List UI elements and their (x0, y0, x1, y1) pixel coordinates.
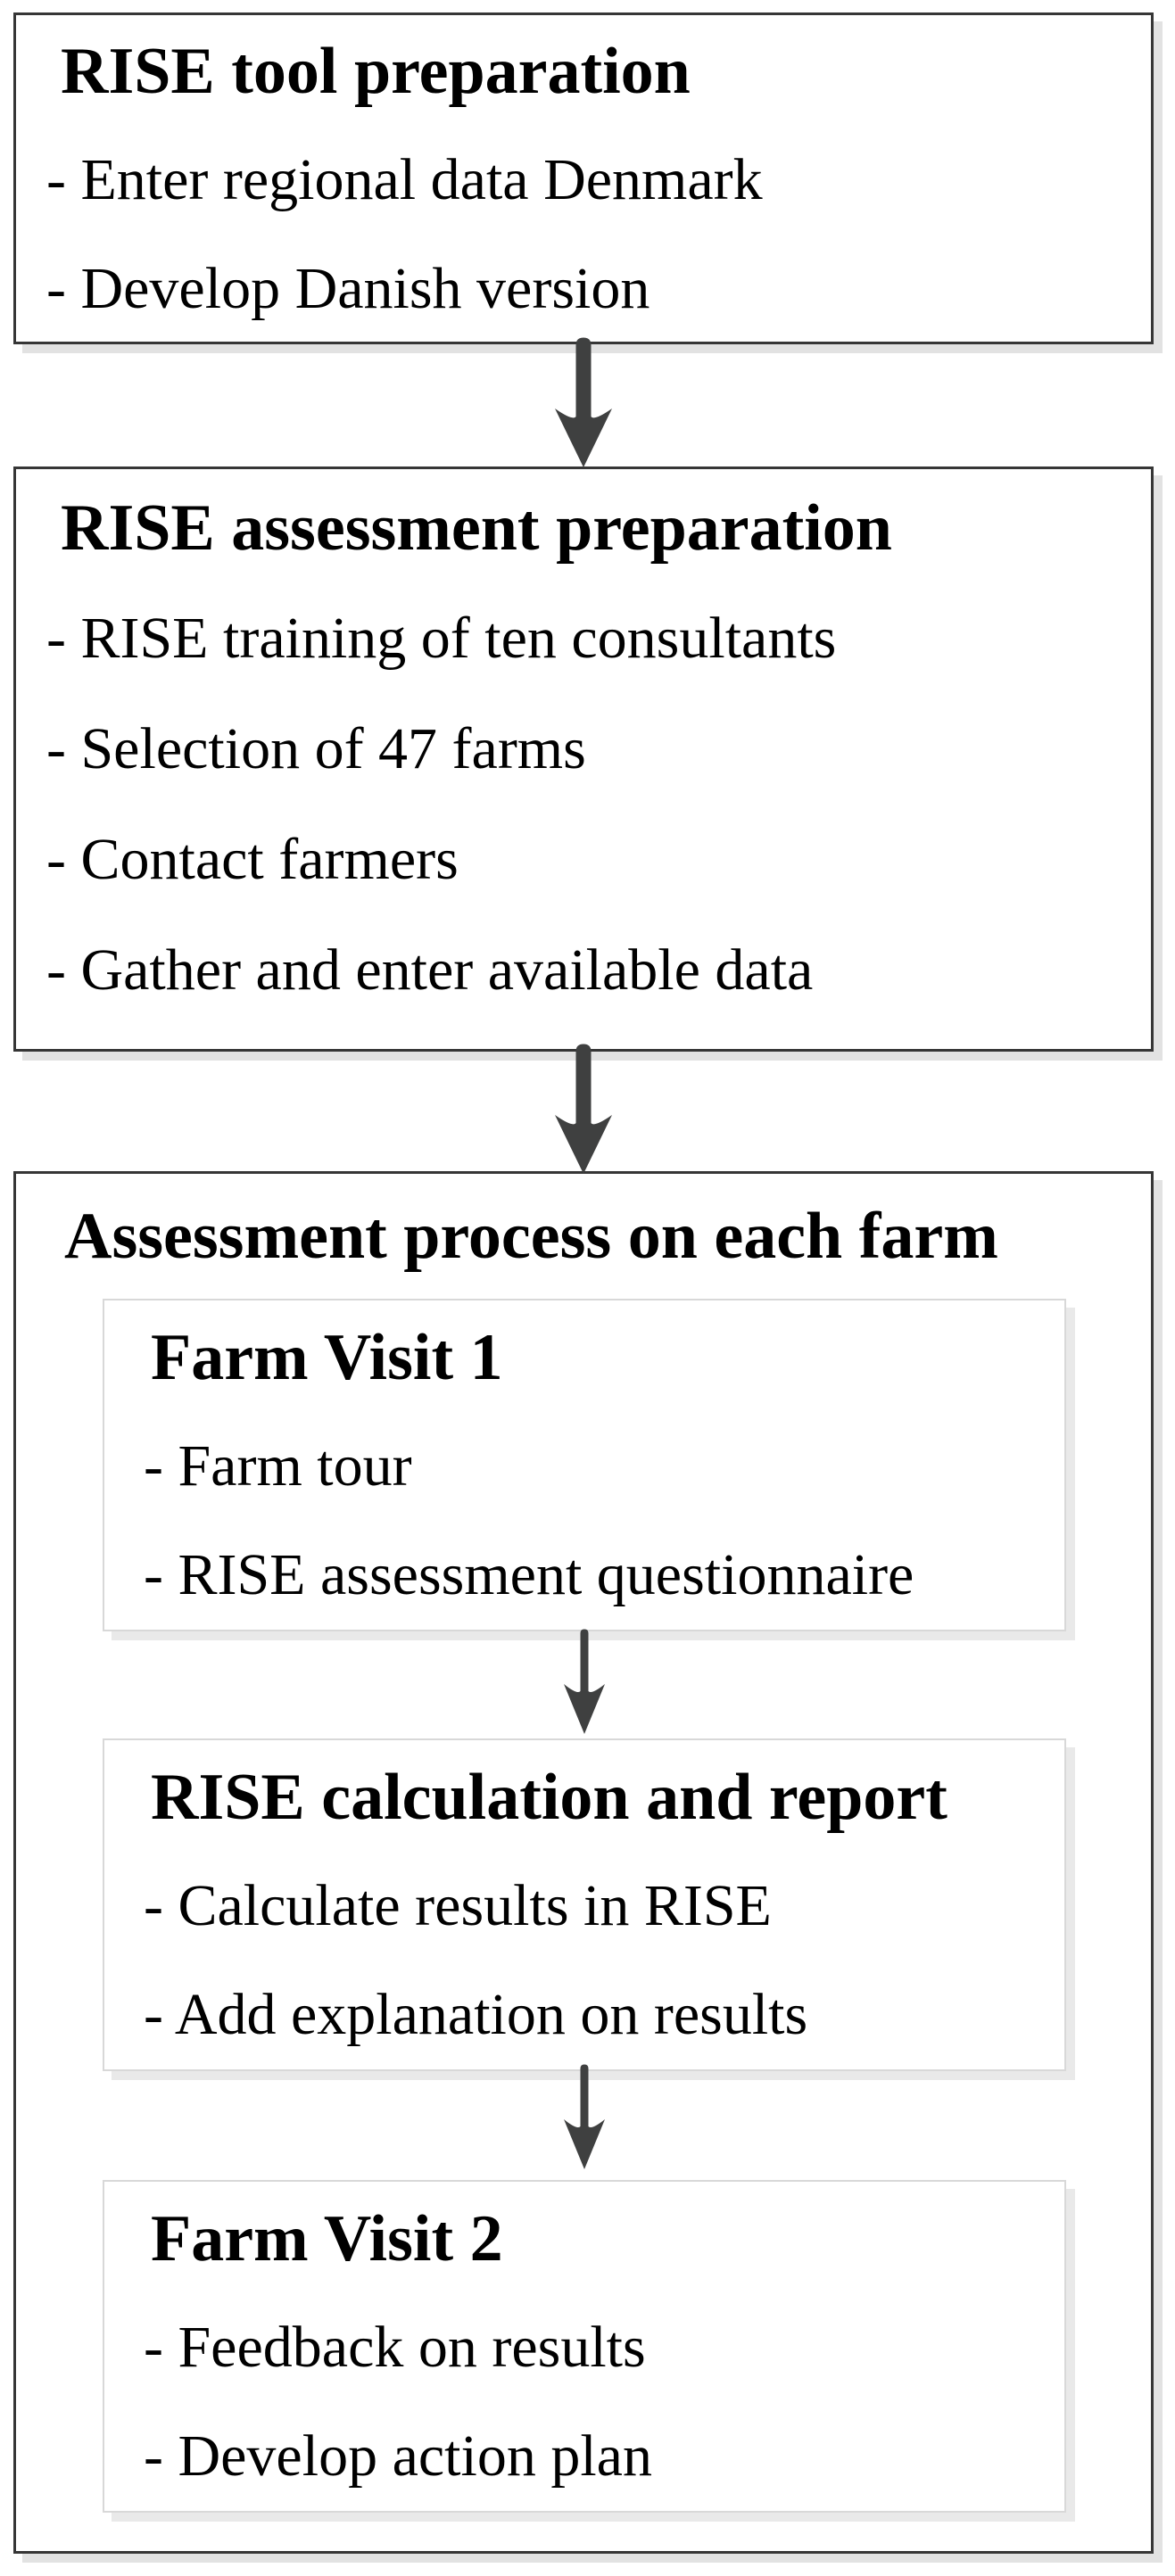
bullet-item: - Calculate results in RISE (144, 1873, 772, 1938)
bullet-item: - Gather and enter available data (46, 937, 814, 1003)
bullet-item: - RISE assessment questionnaire (144, 1542, 914, 1607)
bullet-item: - Contact farmers (46, 827, 459, 892)
step-box-farm-visit-1: Farm Visit 1 - Farm tour - RISE assessme… (103, 1299, 1066, 1631)
stage-box-assessment-process: Assessment process on each farm Farm Vis… (13, 1171, 1154, 2554)
bullet-item: - Develop Danish version (46, 256, 650, 321)
step-box-farm-visit-2: Farm Visit 2 - Feedback on results - Dev… (103, 2180, 1066, 2513)
stage-title: RISE tool preparation (61, 34, 691, 108)
bullet-item: - Selection of 47 farms (46, 716, 586, 781)
arrow-down-icon (564, 2064, 605, 2169)
step-box-rise-calculation-report: RISE calculation and report - Calculate … (103, 1738, 1066, 2071)
step-title: Farm Visit 2 (151, 2201, 503, 2275)
stage-box-rise-tool-preparation: RISE tool preparation - Enter regional d… (13, 12, 1154, 344)
stage-box-rise-assessment-preparation: RISE assessment preparation - RISE train… (13, 466, 1154, 1052)
bullet-item: - Feedback on results (144, 2315, 646, 2380)
step-title: Farm Visit 1 (151, 1320, 503, 1394)
stage-title: Assessment process on each farm (64, 1199, 998, 1273)
bullet-item: - RISE training of ten consultants (46, 606, 837, 671)
bullet-item: - Farm tour (144, 1433, 412, 1499)
step-title: RISE calculation and report (151, 1760, 947, 1834)
bullet-item: - Develop action plan (144, 2423, 652, 2489)
arrow-down-icon (555, 1044, 612, 1174)
arrow-down-icon (564, 1629, 605, 1734)
arrow-down-icon (555, 337, 612, 467)
bullet-item: - Add explanation on results (144, 1982, 808, 2047)
stage-title: RISE assessment preparation (61, 491, 892, 565)
bullet-item: - Enter regional data Denmark (46, 147, 763, 212)
